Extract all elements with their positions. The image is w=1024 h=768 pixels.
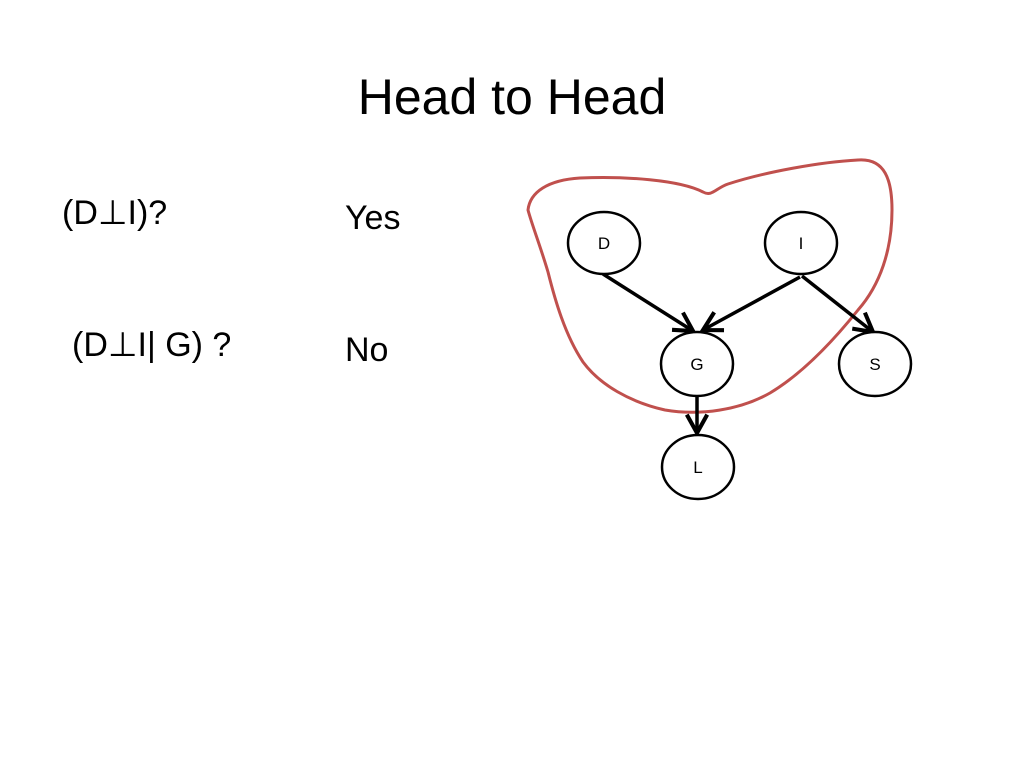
- question-d-indep-i-given-g: (D⊥I| G) ?: [72, 326, 232, 364]
- slide-title: Head to Head: [357, 69, 667, 125]
- node-l: L: [660, 433, 736, 501]
- node-g-label: G: [690, 355, 703, 374]
- edge-d-to-g: [602, 272, 693, 331]
- node-i-label: I: [799, 234, 804, 253]
- node-l-label: L: [693, 458, 702, 477]
- answer-d-indep-i: Yes: [345, 199, 401, 237]
- node-s: S: [837, 330, 913, 398]
- edge-i-to-g: [703, 275, 801, 330]
- node-i: I: [763, 210, 839, 276]
- node-s-label: S: [869, 355, 880, 374]
- node-d-label: D: [598, 234, 610, 253]
- highlight-loop: [526, 158, 894, 414]
- edge-i-to-s: [800, 274, 873, 332]
- question-d-indep-i: (D⊥I)?: [62, 194, 168, 232]
- node-d: D: [566, 210, 642, 276]
- answer-d-indep-i-given-g: No: [345, 331, 389, 369]
- node-g: G: [659, 330, 735, 398]
